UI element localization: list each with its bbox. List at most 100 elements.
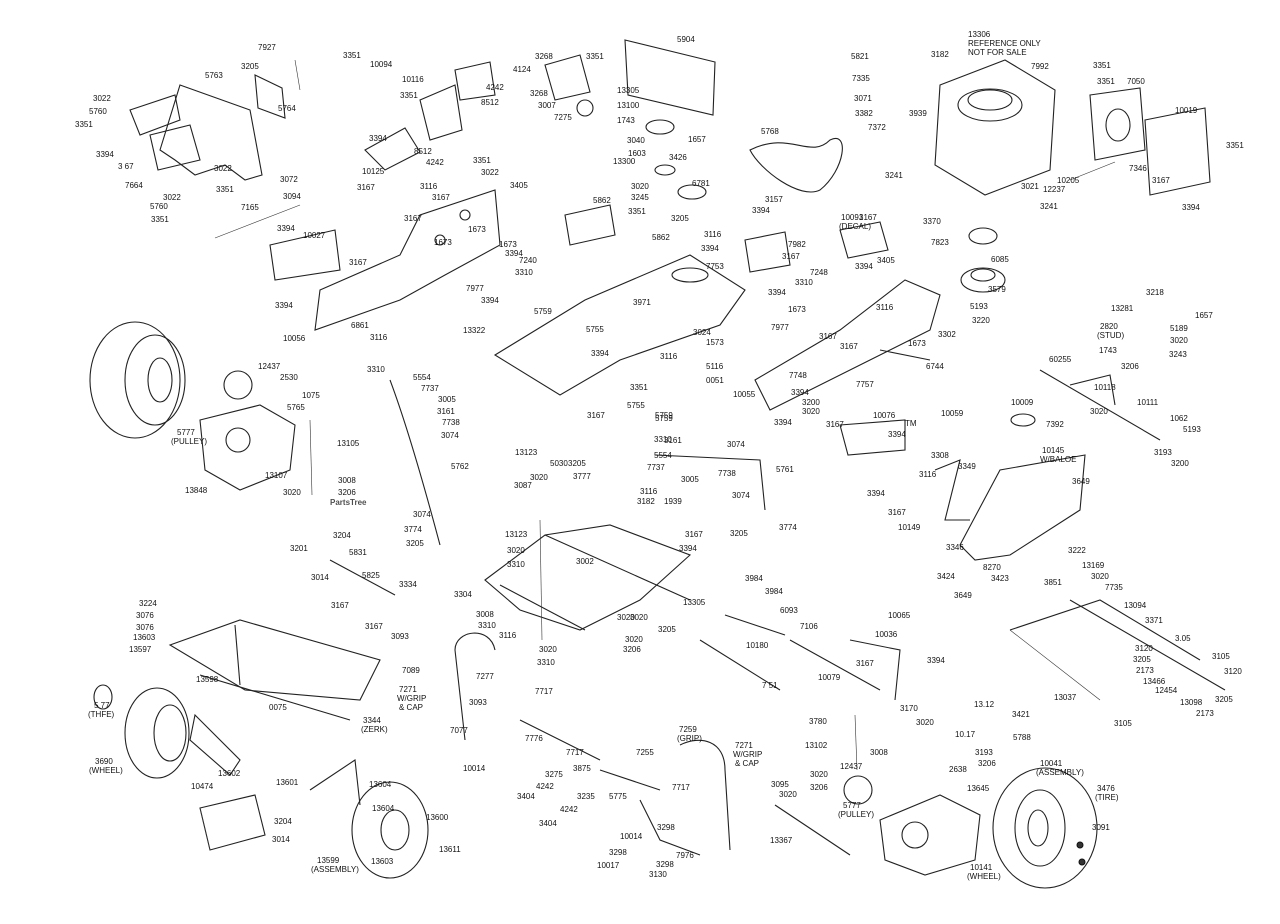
callout-c184: 3423 bbox=[991, 574, 1009, 583]
callout-c52: 3245 bbox=[631, 193, 649, 202]
callout-c331: 5788 bbox=[1013, 733, 1031, 742]
callout-c231: 3116 bbox=[499, 631, 517, 640]
callout-c337: 3851 bbox=[1044, 578, 1062, 587]
callout-c180: 3200 bbox=[1171, 459, 1189, 468]
callout-c205: 5761 bbox=[776, 465, 794, 474]
callout-c47: 1603 bbox=[628, 149, 646, 158]
callout-c248: 3204 bbox=[333, 531, 351, 540]
callout-c298: 4242 bbox=[560, 805, 578, 814]
callout-c128: 3394 bbox=[481, 296, 499, 305]
callout-c153: 10055 bbox=[733, 390, 756, 399]
callout-c5: 3022 bbox=[93, 94, 111, 103]
callout-c82: (DECAL) bbox=[839, 222, 871, 231]
callout-c274: 3204 bbox=[274, 817, 292, 826]
callout-c46: 3040 bbox=[627, 136, 645, 145]
callout-c144: 5116 bbox=[706, 362, 724, 371]
callout-c120: 1673 bbox=[468, 225, 486, 234]
callout-c236: 2530 bbox=[280, 373, 298, 382]
callout-c275: 3014 bbox=[272, 835, 290, 844]
callout-c159: 10076 bbox=[873, 411, 896, 420]
callout-c37: 4124 bbox=[513, 65, 531, 74]
callout-c132: 3116 bbox=[370, 333, 388, 342]
callout-c343: 3105 bbox=[1212, 652, 1230, 661]
callout-c318: 7106 bbox=[800, 622, 818, 631]
callout-c303: 7259 bbox=[679, 725, 697, 734]
callout-c365: 13645 bbox=[967, 784, 990, 793]
callout-c91: 6085 bbox=[991, 255, 1009, 264]
callout-c72: 10205 bbox=[1057, 176, 1080, 185]
callout-c213: 3777 bbox=[573, 472, 591, 481]
callout-c102: 7977 bbox=[771, 323, 789, 332]
callout-c278: 13599 bbox=[317, 856, 340, 865]
callout-c2: 3205 bbox=[241, 62, 259, 71]
callout-c282: 7089 bbox=[402, 666, 420, 675]
center-subframe bbox=[484, 519, 692, 641]
callout-c238: 1075 bbox=[302, 391, 320, 400]
callout-c245: 5777 bbox=[177, 428, 195, 437]
callout-c223: 3002 bbox=[576, 557, 594, 566]
callout-c214: 3087 bbox=[514, 481, 532, 490]
callout-c227: 3310 bbox=[478, 621, 496, 630]
callout-c162: 10009 bbox=[1011, 398, 1034, 407]
callout-c239: 5765 bbox=[287, 403, 305, 412]
callout-c20: 10094 bbox=[370, 60, 393, 69]
callout-c281: 3093 bbox=[391, 632, 409, 641]
callout-c256: 3076 bbox=[136, 611, 154, 620]
callout-c155: 3200 bbox=[802, 398, 820, 407]
callout-c341: 3.05 bbox=[1175, 634, 1191, 643]
callout-c103: 3302 bbox=[938, 330, 956, 339]
callout-c28: 10125 bbox=[362, 167, 385, 176]
callout-c321: 10065 bbox=[888, 611, 911, 620]
callout-c31: 3022 bbox=[481, 168, 499, 177]
callout-c154: 3394 bbox=[791, 388, 809, 397]
callout-c188: 7737 bbox=[421, 384, 439, 393]
callout-c54: 5768 bbox=[761, 127, 779, 136]
callout-c367: 10041 bbox=[1040, 759, 1063, 768]
callout-c327: 3020 bbox=[916, 718, 934, 727]
callout-c21: 10116 bbox=[402, 75, 424, 84]
callout-c61: 7372 bbox=[868, 123, 886, 132]
callout-c129: 3394 bbox=[275, 301, 293, 310]
callout-c364: (PULLEY) bbox=[838, 810, 874, 819]
callout-c139: 13322 bbox=[463, 326, 486, 335]
callout-c96: 3394 bbox=[768, 288, 786, 297]
callout-c110: 2820 bbox=[1100, 322, 1118, 331]
left-frame-side-panel bbox=[269, 189, 501, 331]
callout-c332: 3193 bbox=[975, 748, 993, 757]
callout-c44: 1743 bbox=[617, 116, 635, 125]
callout-c41: 5904 bbox=[677, 35, 695, 44]
upper-mounting-brackets bbox=[364, 54, 594, 171]
callout-c40: 7275 bbox=[554, 113, 572, 122]
partstree-watermark: PartsTree bbox=[330, 498, 367, 507]
callout-c351: 2173 bbox=[1196, 709, 1214, 718]
callout-c151: 7757 bbox=[856, 380, 874, 389]
callout-c297: 3404 bbox=[517, 792, 535, 801]
callout-c118: 3394 bbox=[277, 224, 295, 233]
callout-c138: 5755 bbox=[586, 325, 604, 334]
callout-c305: 7271 bbox=[735, 741, 753, 750]
callout-c285: W/GRIP bbox=[397, 694, 426, 703]
callout-c352: 13037 bbox=[1054, 693, 1077, 702]
callout-c342: 3120 bbox=[1135, 644, 1153, 653]
front-axle-frame bbox=[168, 619, 381, 721]
callout-c135: 5862 bbox=[652, 233, 670, 242]
callout-c10: 3022 bbox=[214, 164, 232, 173]
callout-c349: 13098 bbox=[1180, 698, 1203, 707]
callout-c192: 3074 bbox=[441, 431, 459, 440]
callout-c1: 7927 bbox=[258, 43, 276, 52]
callout-c73: 7346 bbox=[1129, 164, 1147, 173]
callout-c148: 5759 bbox=[655, 411, 673, 420]
callout-c124: 7240 bbox=[519, 256, 537, 265]
callout-c121: 1673 bbox=[434, 238, 452, 247]
callout-c319: 10180 bbox=[746, 641, 769, 650]
callout-c195: 3774 bbox=[404, 525, 422, 534]
callout-c55: 5821 bbox=[851, 52, 869, 61]
callout-c254: 3167 bbox=[331, 601, 349, 610]
callout-c252: 5825 bbox=[362, 571, 380, 580]
callout-c109: 1657 bbox=[1195, 311, 1213, 320]
callout-c93: 3405 bbox=[877, 256, 895, 265]
electric-clutch bbox=[960, 227, 1006, 293]
callout-c294: 7255 bbox=[636, 748, 654, 757]
callout-c235: 3310 bbox=[537, 658, 555, 667]
